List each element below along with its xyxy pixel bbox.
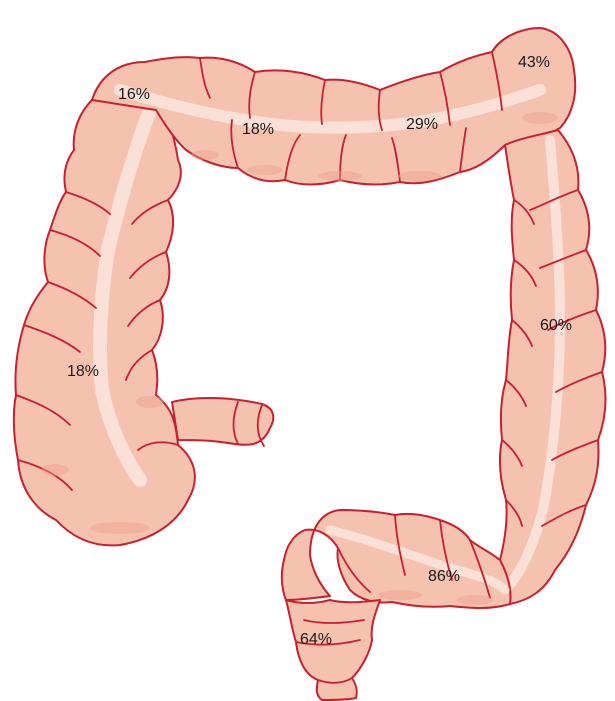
rectum xyxy=(286,600,380,700)
label-hepatic-flexure: 16% xyxy=(118,86,150,103)
descending-colon xyxy=(498,130,605,604)
ascending-colon xyxy=(14,93,195,546)
label-descending: 60% xyxy=(540,317,572,334)
label-splenic-flexure: 43% xyxy=(518,54,550,71)
label-cecum: 18% xyxy=(67,363,99,380)
sigmoid-colon xyxy=(282,510,511,608)
terminal-ileum xyxy=(172,398,273,446)
label-transverse-left: 29% xyxy=(406,116,438,133)
label-sigmoid: 86% xyxy=(428,568,460,585)
label-rectum: 64% xyxy=(300,631,332,648)
label-transverse-right: 18% xyxy=(242,121,274,138)
